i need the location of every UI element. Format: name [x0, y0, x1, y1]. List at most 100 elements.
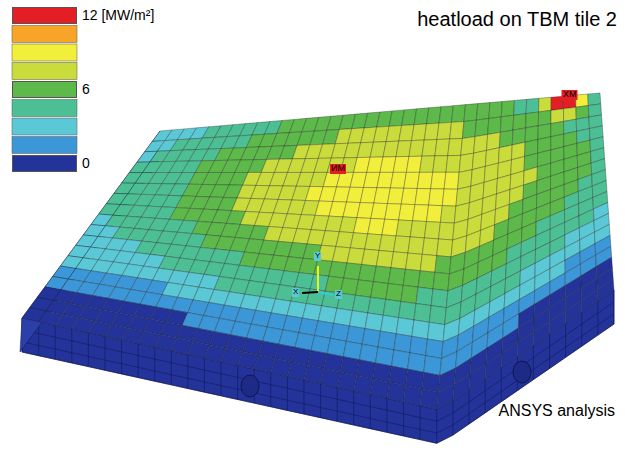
- bolt-hole: [241, 375, 259, 397]
- axis-label: X: [292, 288, 299, 297]
- mesh-cell: [437, 385, 455, 410]
- legend-label: 12 [MW/m²]: [82, 8, 154, 23]
- mesh-cell: [375, 347, 393, 366]
- legend-label: 0: [82, 156, 90, 171]
- mesh-cell: [385, 204, 401, 220]
- mesh-cell: [489, 101, 502, 118]
- mesh-cell: [391, 252, 408, 269]
- mesh-cell: [461, 137, 475, 156]
- colorbar-band: [12, 44, 77, 61]
- mesh-cell: [429, 306, 446, 325]
- legend-label: 6: [82, 82, 90, 97]
- mesh-line: [22, 314, 614, 433]
- mesh-cell: [349, 311, 367, 329]
- mesh-line: [581, 312, 582, 346]
- colorbar-band: [12, 118, 77, 135]
- mesh-line: [420, 406, 421, 440]
- mesh-cell: [381, 315, 399, 333]
- mesh-cell: [424, 356, 442, 376]
- mesh-line: [187, 355, 188, 389]
- mesh-cell: [453, 374, 470, 401]
- bolt-hole: [513, 361, 531, 383]
- mesh-cell: [426, 205, 442, 222]
- mesh-cell: [362, 329, 380, 347]
- mesh-line: [614, 290, 615, 324]
- mesh-cell: [424, 123, 439, 140]
- mesh-line: [370, 395, 371, 429]
- mesh-cell: [418, 271, 435, 289]
- tile-mesh: [20, 93, 614, 443]
- mesh-cell: [368, 297, 386, 315]
- colorbar-band: [12, 137, 77, 154]
- chart-title: heatload on TBM tile 2: [417, 8, 617, 30]
- mesh-cell: [451, 105, 465, 123]
- mesh-cell: [551, 109, 564, 124]
- mesh-cell: [406, 156, 422, 172]
- mesh-cell: [417, 172, 433, 188]
- mesh-cell: [396, 318, 414, 337]
- mesh-line: [121, 340, 122, 374]
- mesh-cell: [321, 369, 341, 388]
- mesh-cell: [501, 100, 514, 116]
- mesh-line: [469, 390, 470, 424]
- mesh-cell: [376, 250, 393, 267]
- mesh-line: [221, 362, 222, 396]
- mesh-cell: [597, 279, 614, 301]
- mesh-line: [565, 323, 566, 357]
- mesh-line: [549, 334, 550, 368]
- mesh-cell: [526, 98, 539, 113]
- mesh-cell: [435, 256, 451, 274]
- mesh-cell: [427, 322, 444, 341]
- mesh-cell: [406, 253, 423, 271]
- mesh-cell: [365, 313, 383, 331]
- legend-swatch: [12, 81, 77, 98]
- mesh-cell: [420, 254, 436, 272]
- axis-label: Y: [314, 252, 321, 261]
- mesh-line: [485, 379, 486, 413]
- mesh-line: [386, 398, 387, 432]
- mesh-line: [104, 336, 105, 370]
- mesh-cell: [431, 289, 448, 308]
- mesh-cell: [304, 365, 324, 383]
- mesh-line: [452, 401, 453, 435]
- mesh-cell: [330, 323, 349, 341]
- mesh-line: [55, 325, 56, 359]
- mesh-cell: [439, 222, 455, 240]
- mesh-cell: [401, 188, 417, 204]
- mesh-cell: [433, 156, 448, 173]
- mesh-cell: [403, 269, 420, 287]
- legend-swatch: [12, 155, 77, 172]
- mesh-cell: [388, 188, 404, 204]
- colorbar-band: [12, 26, 77, 43]
- mesh-cell: [485, 353, 502, 379]
- mesh-line: [597, 301, 598, 335]
- mesh-cell: [526, 112, 539, 128]
- mesh-cell: [362, 249, 379, 266]
- mesh-cell: [450, 122, 464, 139]
- mesh-cell: [352, 295, 370, 313]
- mesh-line: [138, 344, 139, 378]
- colorbar: [12, 26, 77, 154]
- mesh-cell: [409, 140, 424, 156]
- axis-line: [317, 266, 319, 292]
- mesh-cell: [394, 236, 411, 253]
- caption-note: ANSYS analysis: [499, 402, 616, 420]
- mesh-line: [270, 373, 271, 407]
- mesh-cell: [399, 204, 415, 221]
- mesh-cell: [420, 389, 438, 409]
- mesh-cell: [563, 107, 576, 121]
- mesh-line: [403, 402, 404, 436]
- mesh-cell: [420, 156, 435, 172]
- mesh-cell: [404, 386, 422, 406]
- mesh-line: [88, 333, 89, 367]
- mesh-cell: [588, 93, 601, 106]
- mesh-cell: [433, 272, 449, 290]
- mesh-cell: [550, 311, 566, 335]
- mesh-line: [337, 387, 338, 421]
- mesh-cell: [337, 372, 356, 391]
- mesh-cell: [416, 287, 433, 305]
- colorbar-band: [12, 100, 77, 117]
- mesh-cell: [459, 153, 473, 172]
- mesh-cell: [500, 115, 513, 132]
